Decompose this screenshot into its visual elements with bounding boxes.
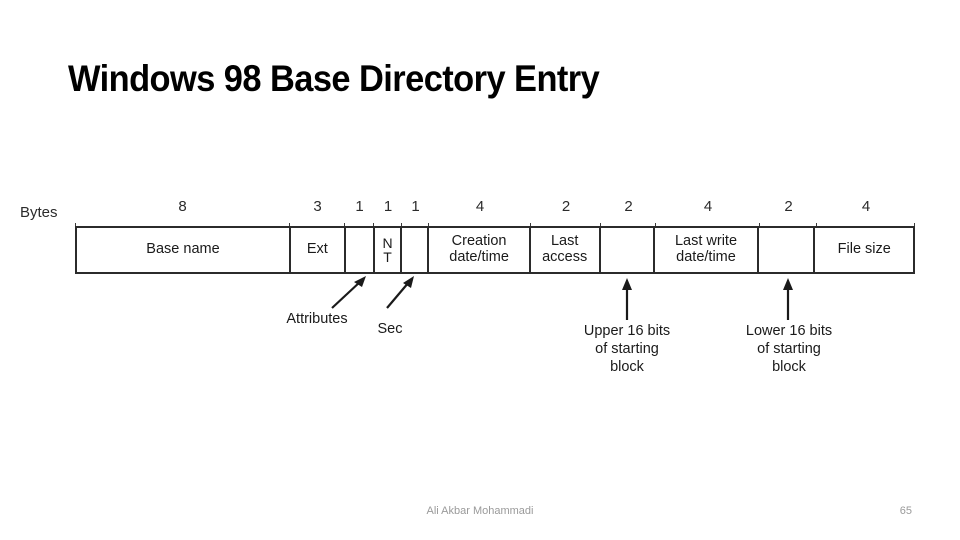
callout-lower-16-bits: Lower 16 bits of starting block xyxy=(714,322,864,376)
field-cell-line: File size xyxy=(837,241,891,258)
field-cell-line: Base name xyxy=(146,241,220,258)
sec-arrow xyxy=(386,276,414,309)
field-cell xyxy=(346,228,375,272)
callout-upper-16-bits-line-0: Upper 16 bits xyxy=(583,323,671,339)
field-cell-line: date/time xyxy=(449,249,509,265)
byte-size-label: 2 xyxy=(601,198,656,230)
field-cell xyxy=(601,228,656,272)
lower-16-bits-arrow xyxy=(783,278,793,320)
field-cell-line: Last xyxy=(550,233,579,250)
callout-sec: Sec xyxy=(355,320,425,338)
byte-size-label: 8 xyxy=(75,198,290,230)
field-cell-line: access xyxy=(542,249,588,265)
footer-author: Ali Akbar Mohammadi xyxy=(426,505,534,517)
byte-size-label: 2 xyxy=(760,198,817,230)
footer-page-number: 65 xyxy=(899,505,912,517)
callout-sec-line-0: Sec xyxy=(377,321,403,337)
callout-attributes: Attributes xyxy=(262,310,372,328)
field-cell-line: Ext xyxy=(306,241,328,258)
byte-size-label: 4 xyxy=(656,198,760,230)
callout-lower-16-bits-line-2: block xyxy=(772,359,806,376)
byte-size-label: 4 xyxy=(817,198,915,230)
callout-attributes-line-0: Attributes xyxy=(286,311,348,327)
byte-size-label: 1 xyxy=(345,198,374,230)
callout-upper-16-bits: Upper 16 bits of starting block xyxy=(552,322,702,376)
field-cell xyxy=(759,228,816,272)
byte-size-label: 1 xyxy=(374,198,402,230)
callout-lower-16-bits-line-0: Lower 16 bits xyxy=(745,323,833,339)
page-title: Windows 98 Base Directory Entry xyxy=(68,58,600,99)
upper-16-bits-arrow xyxy=(622,278,632,320)
byte-size-label: 4 xyxy=(429,198,531,230)
field-cell: Base name xyxy=(77,228,291,272)
callout-upper-16-bits-line-1: of starting xyxy=(595,341,659,358)
byte-size-label: 2 xyxy=(531,198,601,230)
bytes-axis-caption: Bytes xyxy=(20,204,58,221)
field-cell xyxy=(402,228,430,272)
field-cell-line: date/time xyxy=(676,249,736,265)
field-cell-line: T xyxy=(383,249,392,265)
field-cell-line: Creation xyxy=(451,233,507,250)
field-cell: File size xyxy=(815,228,913,272)
field-cell-line: N xyxy=(382,235,393,251)
attributes-arrow xyxy=(331,276,366,309)
field-cell-line: Last write xyxy=(674,233,738,250)
field-cell: Ext xyxy=(291,228,346,272)
byte-size-label: 1 xyxy=(402,198,429,230)
callout-lower-16-bits-line-1: of starting xyxy=(757,341,821,358)
callout-upper-16-bits-line-2: block xyxy=(610,359,644,376)
byte-size-label: 3 xyxy=(290,198,345,230)
